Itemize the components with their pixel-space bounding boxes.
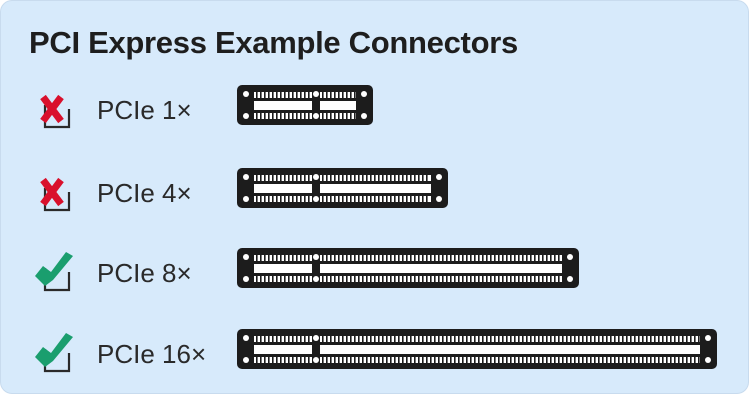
check-icon (35, 252, 73, 292)
connector-label: PCIe 4× (97, 178, 192, 208)
pcie-slot-4x (237, 168, 448, 208)
cross-icon (40, 94, 71, 129)
diagram-title: PCI Express Example Connectors (29, 25, 518, 60)
connector-label: PCIe 16× (97, 339, 207, 369)
check-icon (35, 333, 73, 373)
pcie-slot-8x (237, 248, 579, 288)
connector-row-4x: PCIe 4× (1, 166, 749, 226)
pcie-slot-16x (237, 329, 717, 369)
connector-row-8x: PCIe 8× (1, 246, 749, 306)
cross-icon (40, 177, 71, 212)
pcie-slot-1x (237, 85, 373, 125)
connector-label: PCIe 1× (97, 95, 192, 125)
connector-row-16x: PCIe 16× (1, 327, 749, 387)
connector-row-1x: PCIe 1× (1, 83, 749, 143)
connector-label: PCIe 8× (97, 258, 192, 288)
